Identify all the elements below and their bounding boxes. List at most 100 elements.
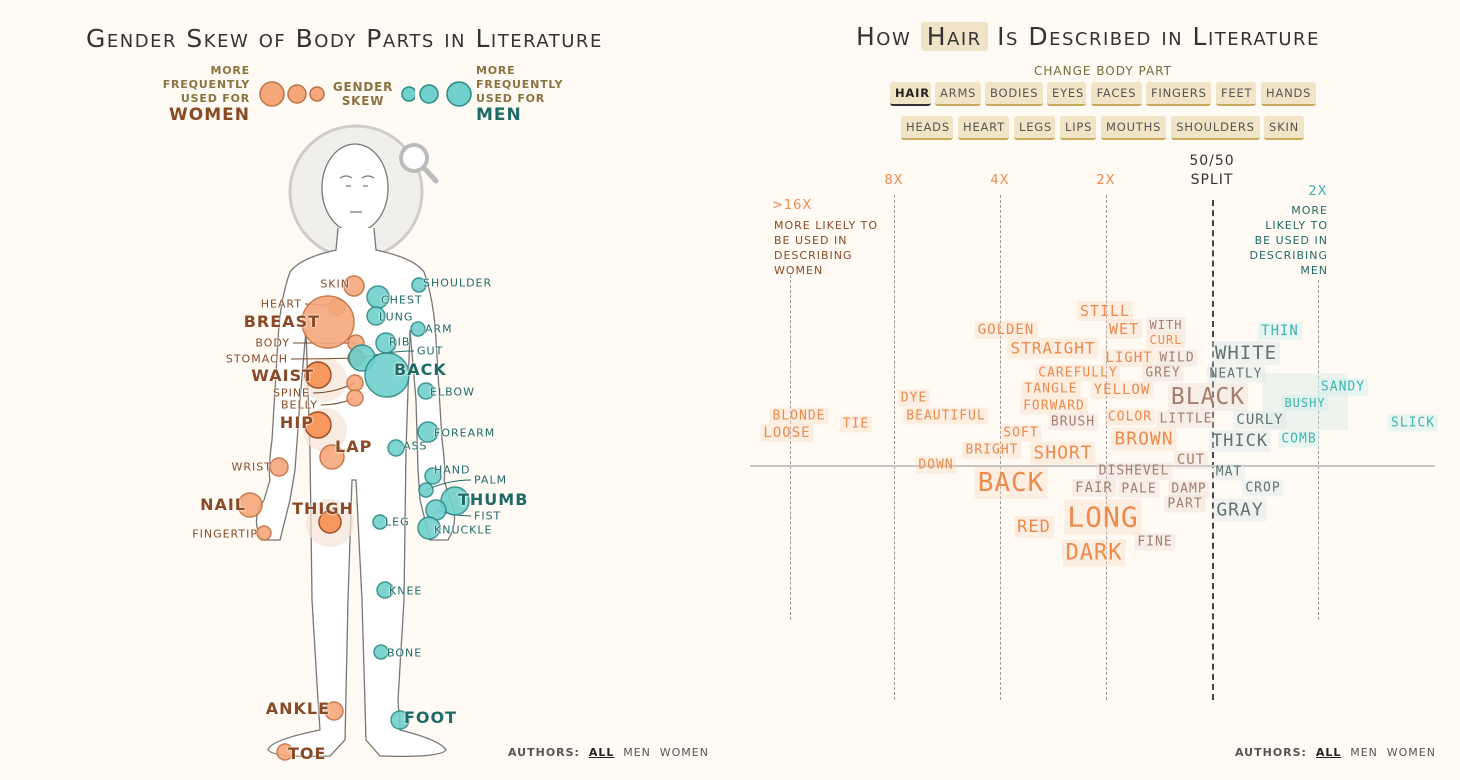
body-part-label-thigh[interactable]: THIGH	[292, 499, 354, 518]
body-part-label-hand[interactable]: HAND	[434, 463, 471, 477]
word-neatly[interactable]: NEATLY	[1206, 365, 1266, 383]
body-part-circle-breast[interactable]	[301, 295, 355, 349]
body-part-label-thumb[interactable]: THUMB	[458, 490, 529, 509]
word-forward[interactable]: FORWARD	[1020, 397, 1088, 415]
word-damp[interactable]: DAMP	[1168, 480, 1210, 498]
authors-men[interactable]: MEN	[623, 746, 651, 759]
word-fair[interactable]: FAIR	[1072, 479, 1116, 497]
body-part-button-arms[interactable]: ARMS	[935, 82, 981, 106]
word-soft[interactable]: SOFT	[1000, 424, 1042, 442]
word-wet[interactable]: WET	[1105, 319, 1143, 339]
word-white[interactable]: WHITE	[1211, 341, 1281, 365]
word-blonde[interactable]: BLONDE	[769, 407, 829, 425]
word-fine[interactable]: FINE	[1134, 533, 1176, 551]
body-part-label-back[interactable]: BACK	[394, 360, 447, 379]
word-grey[interactable]: GREY	[1142, 364, 1184, 382]
body-part-circle-knuckle[interactable]	[417, 516, 441, 540]
body-part-label-forearm[interactable]: FOREARM	[434, 426, 496, 440]
body-part-button-hair[interactable]: HAIR	[890, 82, 931, 106]
word-down[interactable]: DOWN	[915, 456, 957, 474]
body-part-button-faces[interactable]: FACES	[1091, 82, 1142, 106]
word-yellow[interactable]: YELLOW	[1090, 381, 1154, 399]
body-part-label-nail[interactable]: NAIL	[200, 495, 246, 514]
word-tangle[interactable]: TANGLE	[1021, 380, 1081, 398]
word-tie[interactable]: TIE	[839, 415, 873, 433]
word-little[interactable]: LITTLE	[1156, 410, 1216, 428]
word-slick[interactable]: SLICK	[1387, 414, 1439, 432]
word-part[interactable]: PART	[1164, 495, 1206, 513]
word-short[interactable]: SHORT	[1030, 441, 1096, 465]
word-back[interactable]: BACK	[974, 467, 1048, 499]
body-part-circle-lung[interactable]	[366, 306, 386, 326]
body-part-label-arm[interactable]: ARM	[425, 322, 453, 336]
body-part-label-belly[interactable]: BELLY	[280, 398, 318, 412]
authors-all[interactable]: ALL	[1315, 746, 1342, 759]
word-with[interactable]: WITH	[1146, 317, 1186, 333]
word-sandy[interactable]: SANDY	[1317, 378, 1369, 396]
body-part-label-fingertip[interactable]: FINGERTIP	[192, 527, 258, 541]
word-curly[interactable]: CURLY	[1233, 411, 1287, 429]
body-part-circle-lap[interactable]	[319, 444, 345, 470]
authors-all[interactable]: ALL	[588, 746, 615, 759]
body-part-circle-elbow[interactable]	[417, 382, 435, 400]
body-part-label-ankle[interactable]: ANKLE	[265, 699, 330, 718]
word-light[interactable]: LIGHT	[1102, 349, 1156, 367]
body-part-circle-nail[interactable]	[237, 492, 263, 518]
body-part-label-shoulder[interactable]: SHOULDER	[423, 276, 493, 290]
body-part-label-body[interactable]: BODY	[255, 336, 290, 350]
word-long[interactable]: LONG	[1064, 499, 1142, 535]
body-part-label-stomach[interactable]: STOMACH	[225, 352, 288, 366]
body-part-circle-belly[interactable]	[346, 389, 364, 407]
body-part-label-ass[interactable]: ASS	[403, 439, 428, 453]
body-part-label-rib[interactable]: RIB	[389, 335, 411, 349]
body-part-circle-hip[interactable]	[304, 411, 332, 439]
body-part-button-feet[interactable]: FEET	[1216, 82, 1256, 106]
word-dishevel[interactable]: DISHEVEL	[1095, 462, 1173, 480]
word-bright[interactable]: BRIGHT	[962, 441, 1022, 459]
body-part-circle-waist[interactable]	[304, 361, 332, 389]
word-pale[interactable]: PALE	[1118, 480, 1160, 498]
body-part-circle-foot[interactable]	[390, 710, 410, 730]
word-cut[interactable]: CUT	[1173, 451, 1209, 469]
word-golden[interactable]: GOLDEN	[974, 321, 1038, 339]
body-part-circle-ass[interactable]	[387, 439, 405, 457]
body-part-label-toe[interactable]: TOE	[288, 744, 327, 763]
word-mat[interactable]: MAT	[1212, 463, 1246, 481]
word-straight[interactable]: STRAIGHT	[1007, 337, 1099, 359]
word-gray[interactable]: GRAY	[1213, 498, 1267, 522]
authors-men[interactable]: MEN	[1350, 746, 1378, 759]
body-part-circle-forearm[interactable]	[417, 421, 439, 443]
authors-women[interactable]: WOMEN	[1386, 746, 1436, 759]
word-still[interactable]: STILL	[1076, 301, 1134, 321]
word-dark[interactable]: DARK	[1062, 539, 1126, 567]
body-part-circle-wrist[interactable]	[269, 457, 289, 477]
body-part-button-eyes[interactable]: EYES	[1047, 82, 1086, 106]
body-part-label-wrist[interactable]: WRIST	[231, 460, 272, 474]
body-part-label-fist[interactable]: FIST	[474, 509, 502, 523]
body-part-button-heart[interactable]: HEART	[958, 116, 1009, 140]
body-part-label-bone[interactable]: BONE	[387, 646, 423, 660]
body-part-circle-skin[interactable]	[343, 275, 365, 297]
body-part-button-hands[interactable]: HANDS	[1261, 82, 1316, 106]
body-part-circle-leg[interactable]	[372, 514, 388, 530]
word-crop[interactable]: CROP	[1242, 479, 1284, 497]
body-part-label-chest[interactable]: CHEST	[381, 293, 423, 307]
body-part-button-mouths[interactable]: MOUTHS	[1101, 116, 1166, 140]
body-part-circle-toe[interactable]	[276, 743, 294, 761]
word-red[interactable]: RED	[1014, 516, 1054, 538]
word-dye[interactable]: DYE	[897, 389, 931, 407]
body-part-button-bodies[interactable]: BODIES	[985, 82, 1043, 106]
body-part-circle-knee[interactable]	[376, 581, 394, 599]
body-part-label-elbow[interactable]: ELBOW	[430, 385, 475, 399]
body-part-circle-shoulder[interactable]	[411, 277, 427, 293]
word-beautiful[interactable]: BEAUTIFUL	[903, 407, 989, 425]
word-curl[interactable]: CURL	[1146, 332, 1186, 348]
word-brown[interactable]: BROWN	[1111, 427, 1177, 451]
body-part-circle-bone[interactable]	[373, 644, 389, 660]
body-part-circle-fingertip[interactable]	[256, 525, 272, 541]
body-part-label-hip[interactable]: HIP	[279, 413, 314, 432]
body-part-label-leg[interactable]: LEG	[385, 515, 410, 529]
body-part-circle-back[interactable]	[364, 352, 410, 398]
word-loose[interactable]: LOOSE	[760, 424, 814, 442]
body-part-circle-thigh[interactable]	[318, 510, 342, 534]
